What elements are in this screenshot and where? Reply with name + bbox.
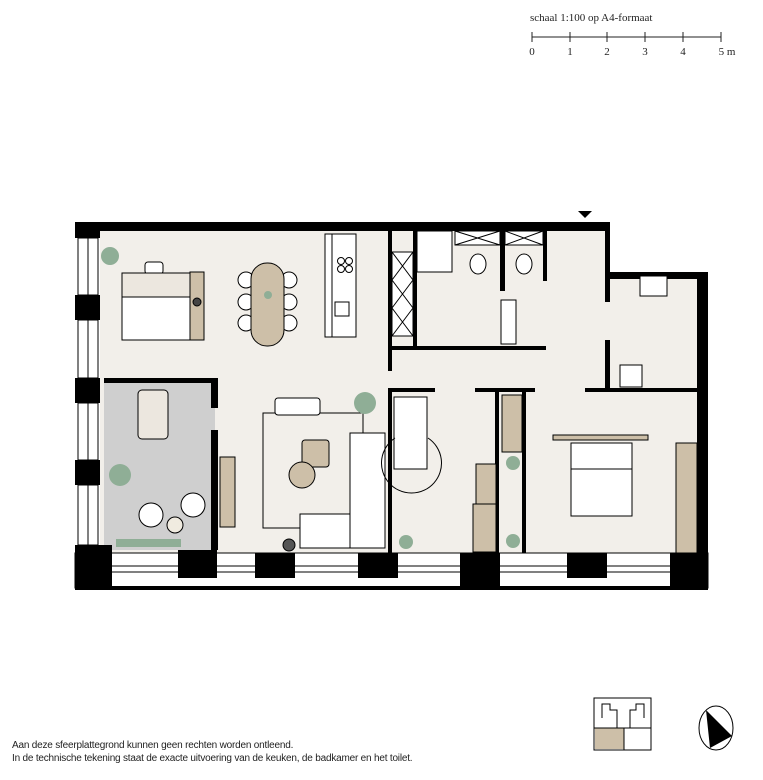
kitchen-island	[324, 233, 357, 338]
bedroom-2	[506, 434, 698, 554]
scale-tick-label: 5 m	[718, 46, 736, 58]
building-keyplan-icon	[593, 697, 652, 751]
plant-icon	[354, 392, 376, 414]
scale-bar	[531, 32, 722, 42]
plant-icon	[399, 535, 413, 549]
disclaimer-line: In de technische tekening staat de exact…	[12, 753, 413, 764]
bedroom-1	[381, 394, 523, 553]
living-area	[219, 392, 386, 552]
plant-icon	[506, 534, 520, 548]
scale-title: schaal 1:100 op A4-formaat	[530, 12, 653, 24]
kitchen-cabinets	[391, 251, 414, 337]
north-arrow-icon	[698, 705, 734, 751]
plant-icon	[109, 464, 131, 486]
walls	[75, 222, 708, 590]
disclaimer-line: Aan deze sfeerplattegrond kunnen geen re…	[12, 740, 294, 751]
plant-icon	[101, 247, 119, 265]
scale-tick-label: 1	[567, 46, 573, 58]
laundry-room	[619, 275, 668, 388]
dining-table	[237, 262, 298, 347]
entrance-triangle-icon	[578, 211, 592, 218]
scale-tick-label: 3	[642, 46, 648, 58]
scale-tick-label: 2	[604, 46, 610, 58]
work-desk	[101, 247, 205, 341]
scale-tick-label: 4	[680, 46, 686, 58]
disclaimer: Aan deze sfeerplattegrond kunnen geen re…	[12, 739, 413, 765]
plant-icon	[506, 456, 520, 470]
bathroom	[416, 230, 544, 345]
study-furniture	[109, 389, 206, 547]
scale-tick-label: 0	[529, 46, 535, 58]
